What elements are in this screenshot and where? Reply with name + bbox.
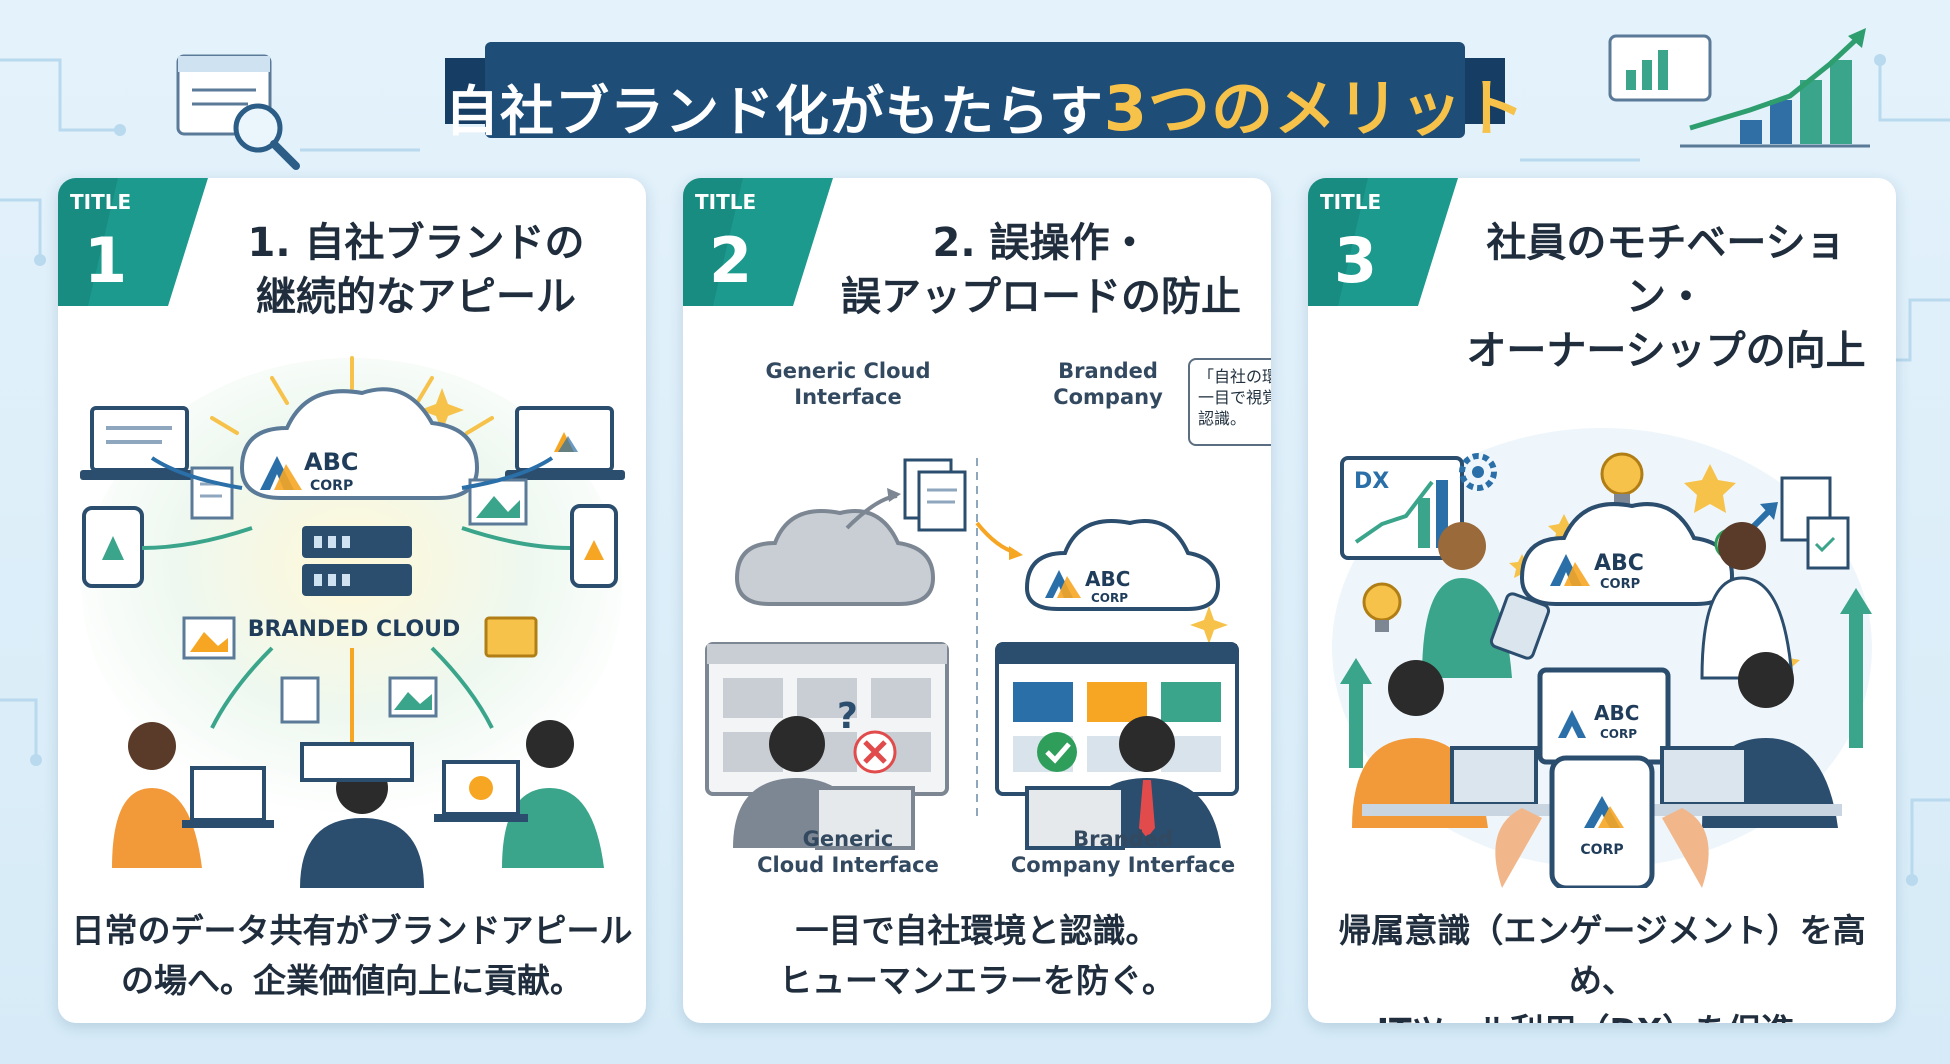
sparkle-icon [1190,606,1228,644]
logo-abc-text: ABC [1594,551,1644,576]
person-illustration [112,722,202,868]
team-motivation-illustration: DX ABC CORP ABC CORP [1332,428,1872,888]
merit-card-3: TITLE 3 社員のモチベーション・オーナーシップの向上 DX ABC COR… [1308,178,1896,1023]
cloud-icon [734,509,936,606]
laptop-icon [434,760,528,822]
logo-abc-text: ABC [1085,567,1130,591]
folder-icon [484,616,538,658]
laptop-icon [1450,746,1538,806]
laptop-icon [300,742,414,782]
laptop-icon [505,406,625,480]
server-icon [302,526,412,596]
speech-bubble: 「自社の環境」と一目で視覚的に認識。 [1188,358,1271,446]
laptop-icon [815,786,915,850]
lightbulb-icon [1600,452,1644,508]
card-description: 日常のデータ共有がブランドアピールの場へ。企業価値向上に貢献。 [71,911,633,1000]
banner-ribbon-shape [445,42,1505,138]
check-icon [1037,732,1077,772]
card-badge-2: TITLE 2 [683,178,833,306]
tablet-icon [82,506,144,588]
document-icon [190,466,234,520]
phone-icon [570,504,618,588]
cross-icon [853,730,897,774]
card-title: 社員のモチベーション・オーナーシップの向上 [1466,220,1866,374]
logo-abc-text: ABC [304,448,358,476]
documents-icon [903,458,967,532]
laptop-icon [1660,746,1748,806]
person-illustration [502,720,604,868]
branded-window [995,642,1239,796]
header-banner: 自社ブランド化がもたらす3つのメリット [445,38,1525,145]
card-number: 2 [709,224,753,297]
gear-icon [1459,453,1497,491]
card-description: 帰属意識（エンゲージメント）を高め、ITツール利用（DX）を促進。 [1338,911,1866,1023]
card-title: 2. 誤操作・誤アップロードの防止 [841,220,1241,320]
cloud-icon [1024,519,1221,611]
cloud-icon [239,387,480,500]
page-title-highlight: 3つのメリット [1103,72,1527,145]
card-number: 1 [84,224,128,297]
branded-cloud-network-illustration: ABC CORP BRANDED CLOUD [80,356,625,888]
generic-window [705,642,949,796]
sparkle-icon [420,388,464,432]
question-mark: ? [837,696,858,737]
documents-icon [1780,476,1850,570]
document-magnifier-icon [176,54,300,170]
lightbulb-icon [1362,582,1402,632]
logo-corp-text: CORP [1600,577,1640,592]
merit-card-1: TITLE 1 1. 自社ブランドの継続的なアピール ABC CORP BRAN… [58,178,646,1023]
logo-abc-text: ABC [1594,701,1639,725]
laptop-icon [80,406,200,480]
branded-cloud-label: BRANDED CLOUD [248,617,461,642]
page-title: 自社ブランド化がもたらす3つのメリット [445,72,1527,145]
logo-corp-text: CORP [1091,591,1128,605]
tablet-icon [1489,592,1551,660]
laptop-icon [1025,786,1125,850]
card-description: 一目で自社環境と認識。ヒューマンエラーを防ぐ。 [779,911,1175,1000]
logo-corp-text: CORP [1580,842,1623,858]
dx-chart-icon [1340,456,1464,560]
person-illustration [1422,522,1512,678]
card-badge-1: TITLE 1 [58,178,208,306]
image-icon [388,676,438,718]
generic-vs-branded-illustration: ABC CORP ? [705,458,1239,850]
document-icon [280,676,320,724]
growth-chart-icon [1608,28,1870,148]
card-badge-3: TITLE 3 [1308,178,1458,306]
phone-icon [1495,755,1709,888]
image-icon [182,616,236,660]
dx-label: DX [1354,469,1389,494]
card-title: 1. 自社ブランドの継続的なアピール [247,220,585,320]
logo-corp-text: CORP [1600,727,1637,741]
laptop-icon [182,766,274,828]
logo-corp-text: CORP [310,478,353,494]
card-number: 3 [1334,224,1378,297]
